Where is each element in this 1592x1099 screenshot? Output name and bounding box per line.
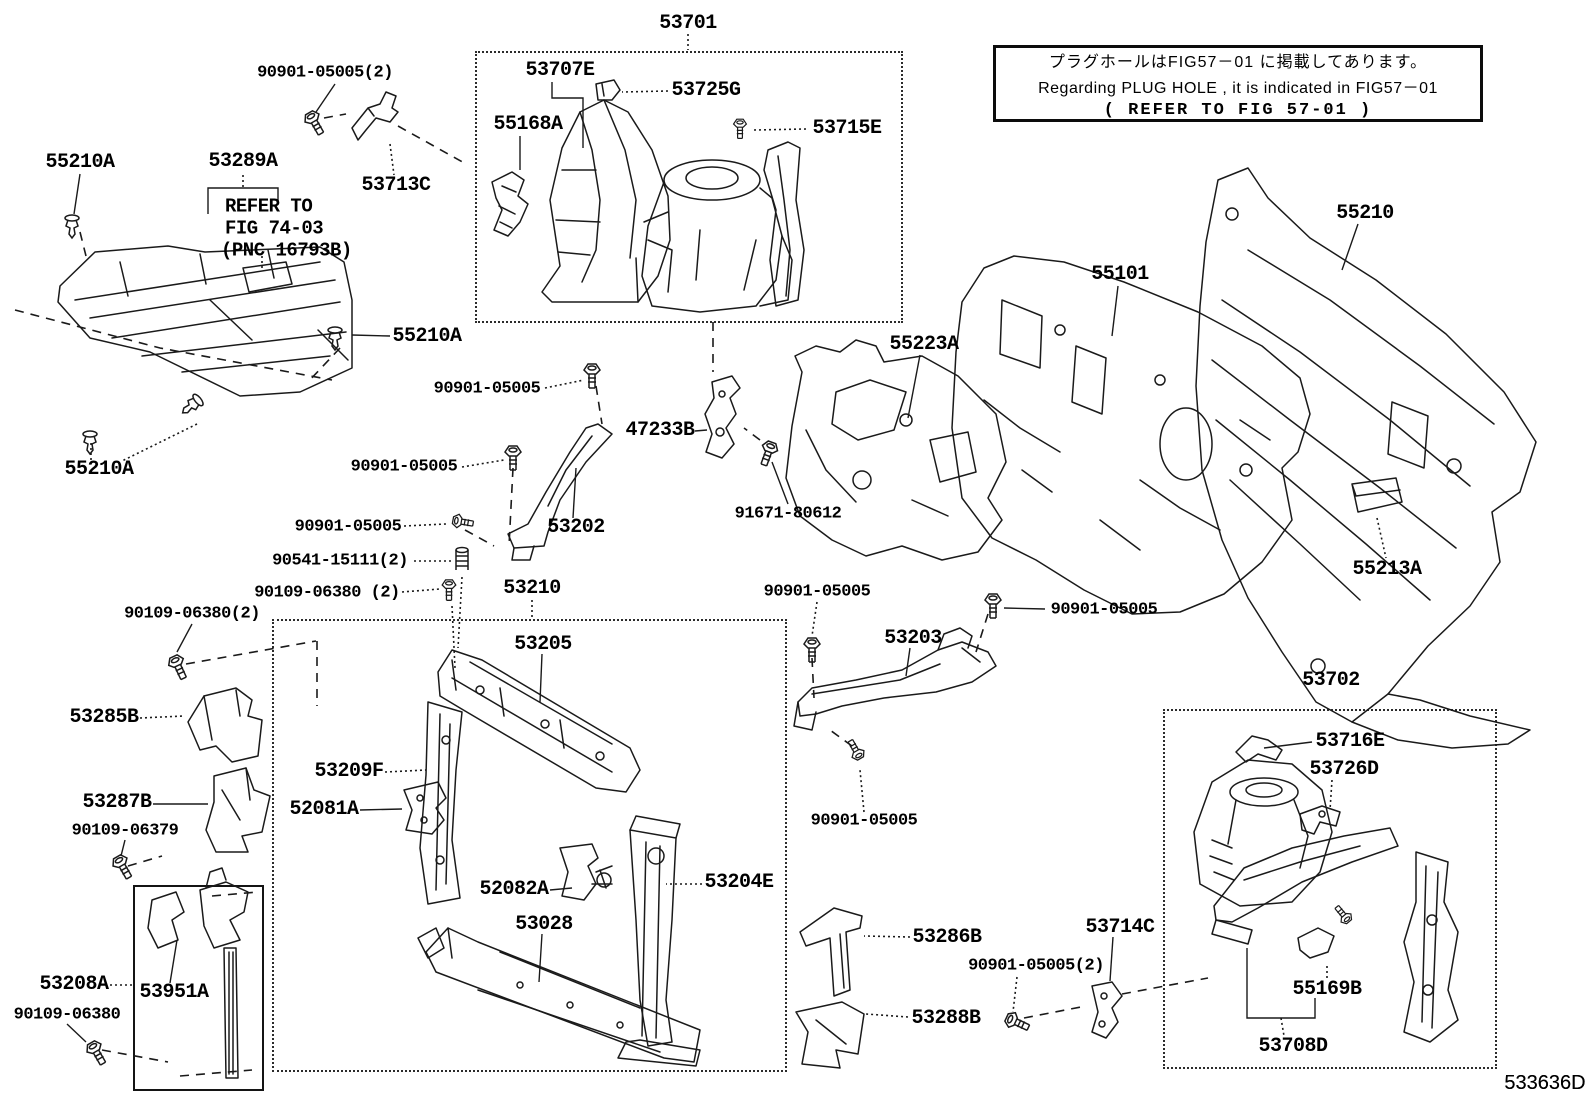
note-line-english: Regarding PLUG HOLE , it is indicated in…: [1038, 79, 1438, 97]
part-label-55169B: 55169B: [1292, 978, 1362, 1001]
part-label-53202: 53202: [547, 516, 605, 539]
sketch-53713C: [351, 91, 399, 141]
part-label-55210A: 55210A: [45, 151, 115, 174]
sketch-55213A-pad: [1351, 477, 1403, 513]
part-label-90901-05005: 90901-05005: [810, 811, 918, 831]
sketch-53288B: [795, 1001, 865, 1069]
sketch-apron-rail-rear: [1211, 827, 1399, 945]
part-label-53028: 53028: [515, 913, 573, 936]
sketch-53286B: [799, 907, 863, 997]
part-label-53715E: 53715E: [812, 117, 882, 140]
part-label-53713C: 53713C: [361, 174, 431, 197]
sketch-53028: [417, 927, 701, 1063]
dotted-leader-lines: [90, 34, 1387, 1037]
part-label-53203: 53203: [884, 627, 942, 650]
part-label-55213A: 55213A: [1352, 558, 1422, 581]
part-label-53701: 53701: [659, 12, 717, 35]
sketch-53202: [507, 423, 613, 561]
part-label-90901-050052: 90901-05005(2): [968, 956, 1104, 976]
part-label-53702: 53702: [1302, 669, 1360, 692]
sketch-wheelhouse-front: [641, 159, 793, 313]
part-label-90901-05005: 90901-05005: [433, 379, 541, 399]
sketch-55168A: [491, 171, 529, 237]
group-box-53208A: [133, 885, 264, 1091]
part-label-90541-151112: 90541-15111(2): [272, 551, 408, 571]
sketch-52082A: [559, 843, 613, 901]
part-label-55223A: 55223A: [889, 333, 959, 356]
sketch-side-panel-rear: [1403, 851, 1459, 1043]
part-label-53205: 53205: [514, 633, 572, 656]
part-label-53288B: 53288B: [911, 1007, 981, 1030]
part-label-90109-063802: 90109-06380 (2): [254, 583, 400, 603]
part-label-90109-063802: 90109-06380(2): [124, 604, 260, 624]
sketch-apron-rail-front: [763, 141, 805, 307]
sketch-53209F: [419, 701, 463, 905]
dashed-construction-lines: [14, 113, 1209, 1077]
sketch-55101: [951, 255, 1311, 615]
part-label-53951A: 53951A: [139, 981, 209, 1004]
part-label-90901-050052: 90901-05005(2): [257, 63, 393, 83]
sketch-fender-apron-53707E: [541, 99, 671, 303]
part-label-53289A: 53289A: [208, 150, 278, 173]
figure-code: 533636D: [1504, 1072, 1586, 1094]
part-label-47233B: 47233B: [625, 419, 695, 442]
part-label-53708D: 53708D: [1258, 1035, 1328, 1058]
sketch-53287B: [205, 767, 271, 853]
part-label-53716E: 53716E: [1315, 730, 1385, 753]
note-line-refer: ( REFER TO FIG 57-01 ): [1103, 100, 1373, 120]
part-label-53285B: 53285B: [69, 706, 139, 729]
note-box: プラグホールはFIG57－01 に掲載してあります。 Regarding PLU…: [993, 45, 1483, 122]
sketch-53204E: [617, 815, 701, 1067]
part-label-REFERTO: REFER TO: [225, 195, 313, 218]
part-label-53707E: 53707E: [525, 59, 595, 82]
sketch-53285B: [187, 687, 263, 763]
part-label-52081A: 52081A: [289, 798, 359, 821]
part-label-FIG74-03: FIG 74-03: [225, 217, 324, 240]
sketch-55223A: [785, 339, 1007, 561]
part-label-52082A: 52082A: [479, 878, 549, 901]
leader-lines: [66, 82, 1359, 1043]
part-label-90901-05005: 90901-05005: [294, 517, 402, 537]
part-label-55210: 55210: [1336, 202, 1394, 225]
sketch-53203: [793, 627, 997, 731]
part-label-55168A: 55168A: [493, 113, 563, 136]
note-line-japanese: プラグホールはFIG57－01 に掲載してあります。: [1048, 53, 1428, 71]
sketch-53725G-clip: [595, 79, 621, 101]
part-label-90901-05005: 90901-05005: [1050, 600, 1158, 620]
part-label-90901-05005: 90901-05005: [763, 582, 871, 602]
part-label-53726D: 53726D: [1309, 758, 1379, 781]
part-label-90901-05005: 90901-05005: [350, 457, 458, 477]
sketch-wheelhouse-rear-53702: [1193, 759, 1333, 907]
sketch-53205: [437, 649, 641, 793]
part-label-53208A: 53208A: [39, 973, 109, 996]
sketch-55210: [1195, 167, 1537, 749]
part-label-90109-06379: 90109-06379: [71, 821, 179, 841]
part-label-53286B: 53286B: [912, 926, 982, 949]
part-label-53209F: 53209F: [314, 760, 384, 783]
part-label-53204E: 53204E: [704, 871, 774, 894]
part-label-90109-06380: 90109-06380: [13, 1005, 121, 1025]
part-label-53714C: 53714C: [1085, 916, 1155, 939]
part-label-55210A: 55210A: [64, 458, 134, 481]
part-label-53287B: 53287B: [82, 791, 152, 814]
part-label-91671-80612: 91671-80612: [734, 504, 842, 524]
sketch-53951A: [147, 867, 249, 1079]
sketch-47233B: [704, 375, 741, 459]
sketch-53714C: [1091, 981, 1123, 1039]
sketch-53726D: [1299, 805, 1341, 835]
part-label-53725G: 53725G: [671, 79, 741, 102]
part-label-55101: 55101: [1091, 263, 1149, 286]
part-label-55210A: 55210A: [392, 325, 462, 348]
part-label-PNC16793B: (PNC 16793B): [221, 239, 352, 262]
part-label-533636D: 533636D: [1504, 1072, 1586, 1094]
sketch-55169B: [1297, 927, 1335, 959]
sketch-53716E: [1235, 735, 1283, 763]
sketch-52081A: [403, 781, 447, 835]
group-box-53210: [272, 619, 787, 1072]
group-box-53701: [475, 51, 903, 323]
sketch-cowl-top-panel: [57, 245, 353, 397]
part-label-53210: 53210: [503, 577, 561, 600]
